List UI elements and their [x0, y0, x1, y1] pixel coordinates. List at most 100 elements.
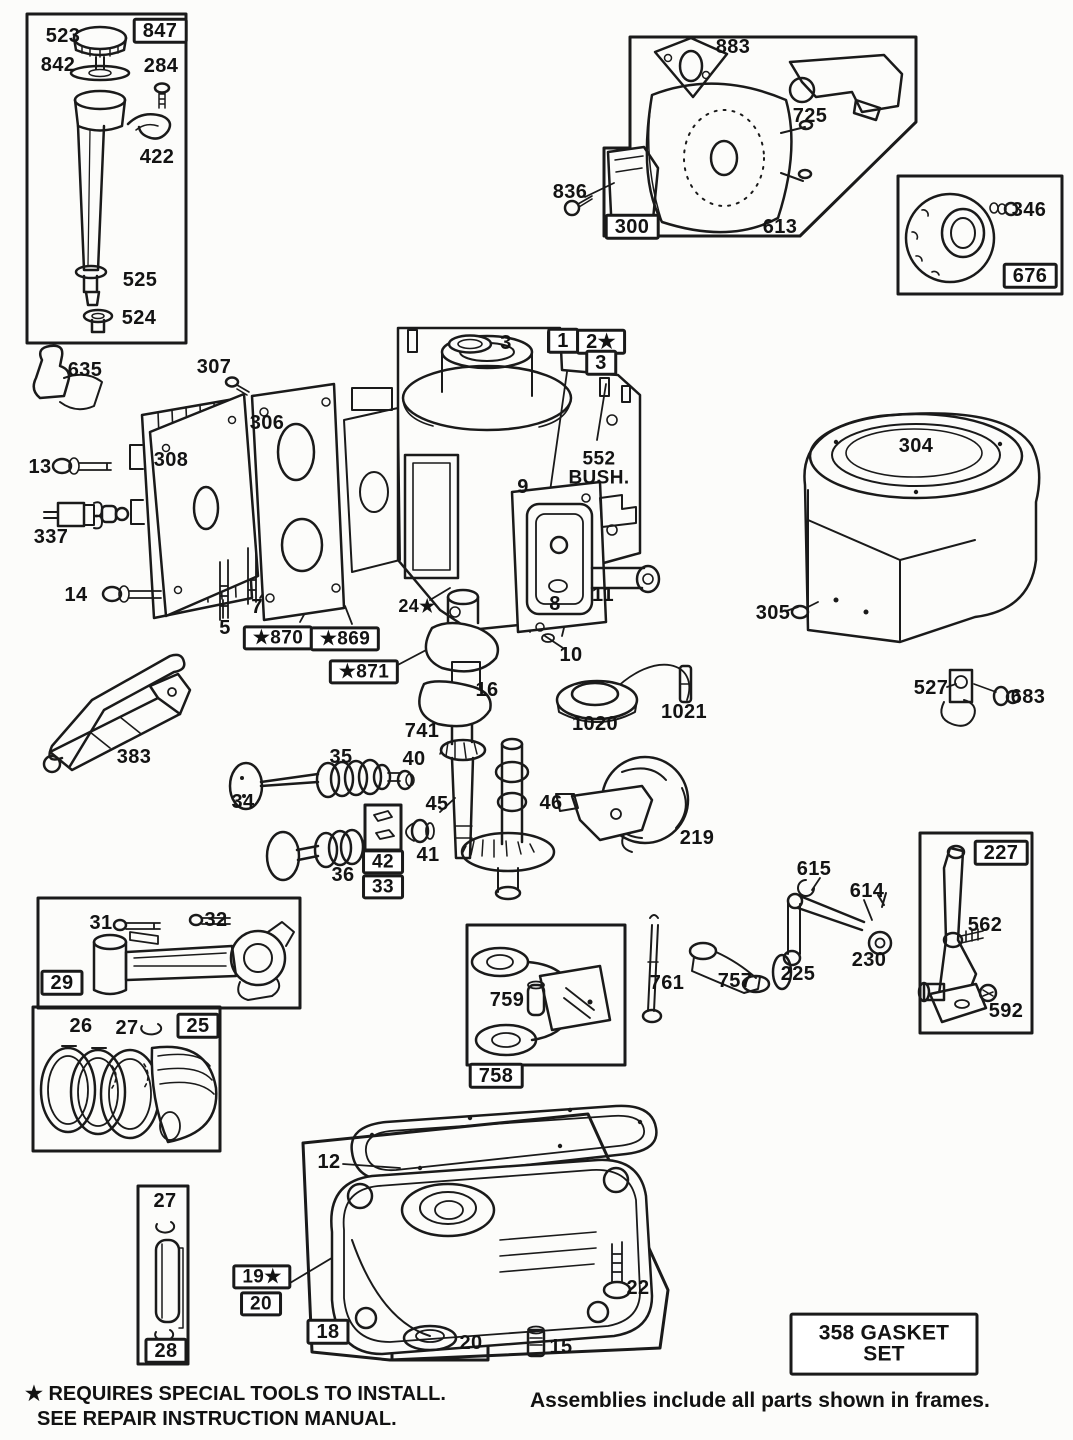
- part-label-10-32: 10: [559, 643, 583, 666]
- part-label-383-44: 383: [116, 745, 152, 768]
- part-label-14-24: 14: [64, 583, 88, 606]
- part-label-24-31: 24★: [398, 595, 436, 616]
- frame-flange-assembly: [896, 174, 1064, 296]
- frame-wrist-pin-assembly: [136, 1184, 190, 1366]
- part-label-219-54: 219: [679, 826, 715, 849]
- part-label-27-79: 27: [153, 1189, 177, 1212]
- linkage-parts: [771, 879, 893, 991]
- part-label-18-75: 18: [306, 1318, 350, 1346]
- part-label-307-19: 307: [196, 355, 232, 378]
- wrench-parts: [42, 653, 192, 774]
- part-label-40-46: 40: [402, 747, 426, 770]
- part-label-284-3: 284: [143, 54, 179, 77]
- part-label-13-22: 13: [28, 455, 52, 478]
- part-label-615-55: 615: [796, 857, 832, 880]
- part-label-29-64: 29: [40, 969, 84, 997]
- control-lever-parts: [917, 844, 998, 1024]
- part-label-562-60: 562: [967, 913, 1003, 936]
- part-label-741-39: 741: [404, 719, 440, 742]
- part-label-725-8: 725: [792, 104, 828, 127]
- part-label-300-10: 300: [604, 213, 660, 241]
- dipstick-parts: [69, 25, 172, 334]
- part-label-46-53: 46: [539, 791, 563, 814]
- sump-parts: [330, 1104, 658, 1358]
- part-label-635-18: 635: [67, 358, 103, 381]
- part-label-525-5: 525: [122, 268, 158, 291]
- assemblies-note: Assemblies include all parts shown in fr…: [530, 1389, 990, 1412]
- part-label-31-62: 31: [89, 911, 113, 934]
- part-label-19-73: 19★: [232, 1264, 292, 1290]
- part-label-42-51: 42: [362, 849, 404, 875]
- part-label-759-68: 759: [489, 988, 525, 1011]
- seal-parts: [555, 664, 693, 723]
- part-label-346-12: 346: [1011, 198, 1047, 221]
- part-label-761-70: 761: [649, 971, 685, 994]
- part-label-676-13: 676: [1002, 262, 1058, 290]
- part-label-26-65: 26: [69, 1014, 93, 1037]
- valve-parts: [228, 758, 435, 882]
- part-label-33-52: 33: [362, 874, 404, 900]
- spark-plug-parts: [32, 344, 250, 603]
- part-label-870-34: ★870: [242, 625, 314, 651]
- part-label-20-76: 20: [459, 1331, 483, 1354]
- part-label-869-35: ★869: [309, 626, 381, 652]
- part-label-20-74: 20: [240, 1291, 282, 1317]
- part-label-842-2: 842: [40, 53, 76, 76]
- part-label-22-77: 22: [626, 1276, 650, 1299]
- part-label-683-43: 683: [1010, 685, 1046, 708]
- muffler-parts: [563, 36, 904, 236]
- part-label-8-29: 8: [549, 592, 561, 615]
- part-label-45-48: 45: [425, 792, 449, 815]
- part-label-523-0: 523: [45, 24, 81, 47]
- part-label-305-41: 305: [755, 601, 791, 624]
- part-label-36-50: 36: [331, 863, 355, 886]
- frame-muffler-assembly: [602, 35, 918, 238]
- frame-control-lever-assembly: [918, 831, 1034, 1035]
- part-label-7-26: 7: [251, 595, 263, 618]
- part-label-3-14: 3: [500, 331, 512, 354]
- part-label-16-33: 16: [475, 678, 499, 701]
- part-label-524-6: 524: [121, 306, 157, 329]
- part-label-422-4: 422: [139, 145, 175, 168]
- part-label-836-9: 836: [552, 180, 588, 203]
- blower-housing-parts: [790, 412, 1041, 727]
- part-label-41-49: 41: [416, 843, 440, 866]
- part-label-847-1: 847: [132, 17, 188, 45]
- crankshaft-parts: [418, 588, 500, 860]
- part-label-1-15: 1: [547, 327, 579, 355]
- part-label-28-80: 28: [144, 1337, 188, 1365]
- cylinder-block-parts: [129, 326, 642, 632]
- part-label-757-71: 757: [717, 969, 753, 992]
- part-label-2-16: 2★: [576, 328, 626, 356]
- part-label-527-42: 527: [913, 676, 949, 699]
- part-label-883-7: 883: [715, 35, 751, 58]
- part-label-614-56: 614: [849, 879, 885, 902]
- slinger-parts: [470, 914, 771, 1057]
- frame-piston-assembly: [31, 1005, 222, 1153]
- part-label-34-47: 34: [231, 790, 255, 813]
- part-label-25-67: 25: [176, 1012, 220, 1040]
- part-label-1020-37: 1020: [571, 712, 619, 735]
- breather-parts: [510, 480, 661, 643]
- part-label-613-11: 613: [762, 215, 798, 238]
- part-label-9-28: 9: [517, 475, 529, 498]
- part-label-3-17: 3: [585, 349, 617, 377]
- part-label-871-36: ★871: [328, 659, 400, 685]
- footnote-special-tools: ★ REQUIRES SPECIAL TOOLS TO INSTALL. SEE…: [25, 1382, 525, 1432]
- piston-parts: [39, 1045, 218, 1144]
- footnote-line-2: SEE REPAIR INSTRUCTION MANUAL.: [37, 1408, 397, 1430]
- connecting-rod-parts: [92, 913, 295, 1001]
- part-label-308-21: 308: [153, 448, 189, 471]
- frame-retainer-box: [363, 803, 403, 852]
- part-label-227-59: 227: [973, 839, 1029, 867]
- flange-parts: [904, 192, 1019, 284]
- part-label-225-58: 225: [780, 962, 816, 985]
- frame-slinger-assembly: [465, 923, 627, 1067]
- part-label-552BUSH-27: 552 BUSH.: [568, 448, 630, 489]
- part-label-32-63: 32: [204, 908, 228, 931]
- frame-dipstick-assembly: [25, 12, 188, 345]
- part-label-758-69: 758: [468, 1062, 524, 1090]
- footnote-line-1: ★ REQUIRES SPECIAL TOOLS TO INSTALL.: [25, 1383, 446, 1405]
